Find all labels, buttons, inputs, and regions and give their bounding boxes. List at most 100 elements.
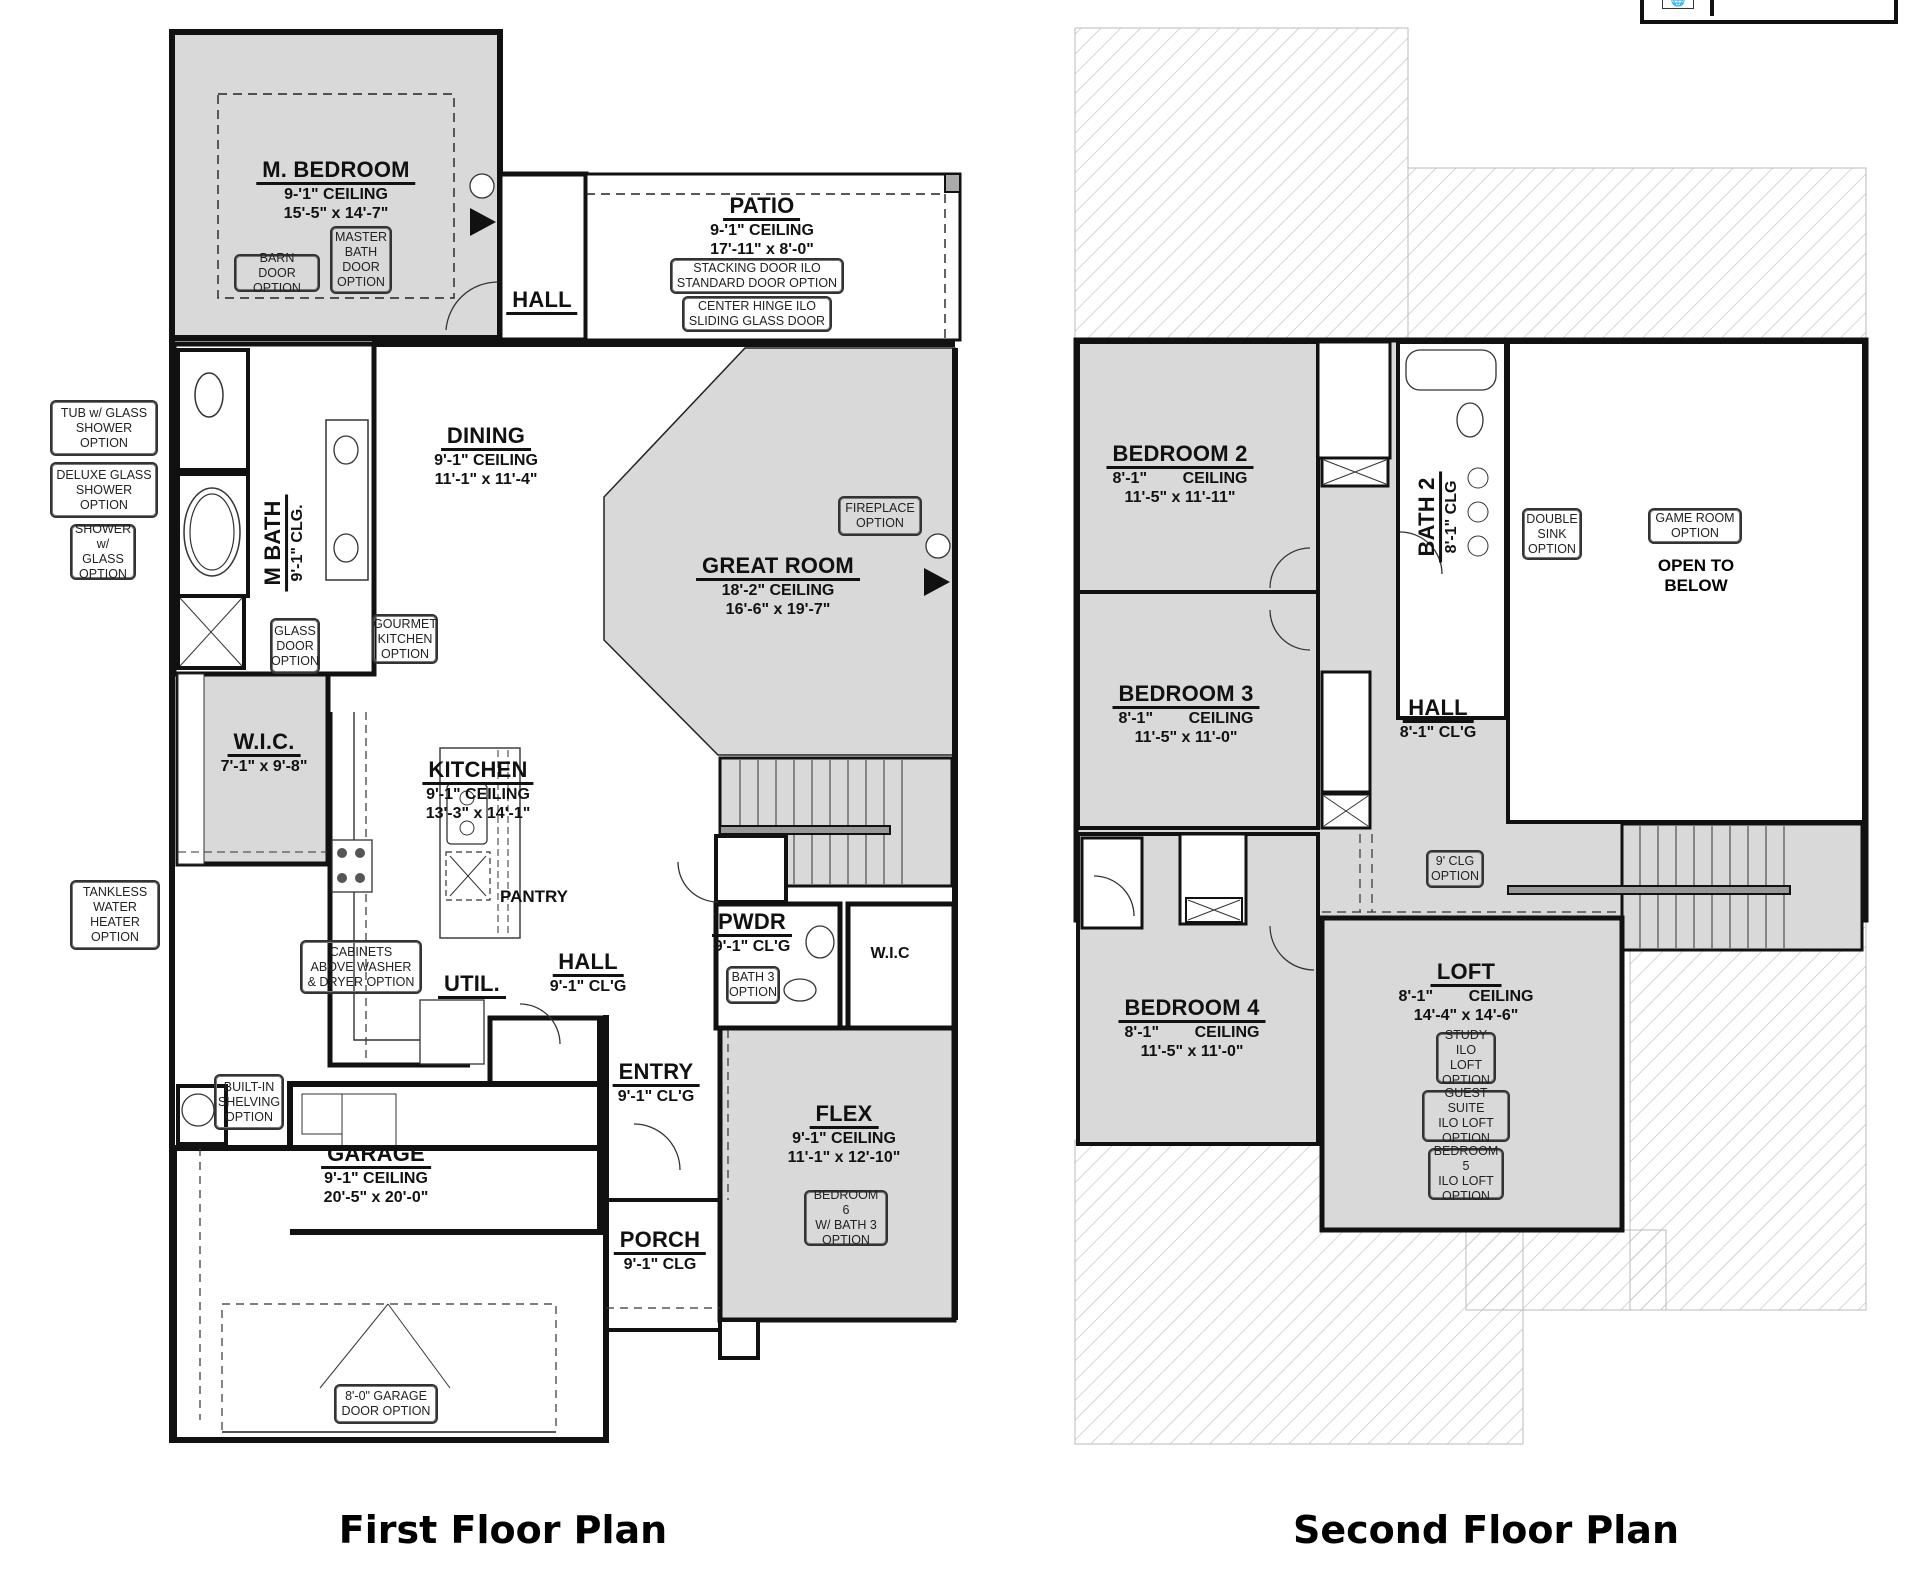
room-kitchen: KITCHEN 9'-1" CEILING 13'-3" x 14'-1" bbox=[422, 758, 534, 823]
room-size: 11'-1" x 12'-10" bbox=[787, 1148, 901, 1166]
room-entry: ENTRY 9'-1" CL'G bbox=[612, 1060, 700, 1106]
room-hall-mid: HALL 9'-1" CL'G bbox=[550, 950, 627, 996]
room-name: HALL bbox=[552, 950, 624, 978]
room-hall-2f: HALL 8'-1" CL'G bbox=[1400, 696, 1477, 742]
room-loft: LOFT 8'-1" CEILING 14'-4" x 14'-6" bbox=[1399, 960, 1534, 1025]
option-tub-glass-shower[interactable]: TUB w/ GLASS SHOWER OPTION bbox=[50, 400, 158, 456]
option-game-room[interactable]: GAME ROOM OPTION bbox=[1648, 508, 1742, 544]
room-name: PORCH bbox=[613, 1228, 707, 1256]
room-ceiling: 9'-1" CEILING bbox=[324, 1170, 428, 1188]
room-ceiling: 9'-1" CLG. bbox=[289, 504, 307, 582]
room-name: W.I.C bbox=[870, 945, 910, 962]
option-built-in-shelving[interactable]: BUILT-IN SHELVING OPTION bbox=[214, 1074, 284, 1130]
room-ceiling: 9-'1" CEILING bbox=[710, 222, 814, 240]
room-ceiling: 9'-1" CEILING bbox=[792, 1130, 896, 1148]
room-ceiling: 8'-1" CEILING bbox=[1124, 1024, 1260, 1042]
title-block-cell: 🌐 bbox=[1644, 0, 1714, 16]
second-floor-drawing bbox=[1073, 27, 1869, 1445]
room-name: GREAT ROOM bbox=[696, 554, 860, 582]
room-name: GARAGE bbox=[321, 1142, 431, 1170]
room-garage: GARAGE 9'-1" CEILING 20'-5" x 20'-0" bbox=[321, 1142, 431, 1207]
room-ceiling: 18'-2" CEILING bbox=[721, 582, 835, 600]
room-size: 13'-3" x 14'-1" bbox=[425, 804, 531, 822]
option-garage-door[interactable]: 8'-0" GARAGE DOOR OPTION bbox=[334, 1384, 438, 1424]
option-double-sink[interactable]: DOUBLE SINK OPTION bbox=[1522, 508, 1582, 560]
room-bedroom-2: BEDROOM 2 8'-1" CEILING 11'-5" x 11'-11" bbox=[1106, 442, 1254, 507]
option-9ft-clg[interactable]: 9' CLG OPTION bbox=[1426, 850, 1484, 888]
room-name: BEDROOM 3 bbox=[1112, 682, 1260, 710]
room-name: LOFT bbox=[1430, 960, 1502, 988]
room-name: M BATH bbox=[260, 494, 289, 592]
room-ceiling: 8'-1" CEILING bbox=[1112, 470, 1248, 488]
option-bedroom5-ilo-loft[interactable]: BEDROOM 5 ILO LOFT OPTION bbox=[1428, 1144, 1504, 1203]
room-size: 15'-5" x 14'-7" bbox=[283, 204, 389, 222]
option-master-bath-door[interactable]: MASTER BATH DOOR OPTION bbox=[330, 226, 392, 294]
room-size: 17'-11" x 8'-0" bbox=[710, 240, 814, 258]
room-size: 11'-5" x 11'-0" bbox=[1134, 728, 1238, 746]
room-ceiling: 8'-1" CLG bbox=[1443, 480, 1461, 554]
option-bedroom6-bath3[interactable]: BEDROOM 6 W/ BATH 3 OPTION bbox=[804, 1188, 888, 1247]
option-tankless-water-heater[interactable]: TANKLESS WATER HEATER OPTION bbox=[70, 880, 160, 950]
room-size: 11'-1" x 11'-4" bbox=[434, 470, 538, 488]
room-patio: PATIO 9-'1" CEILING 17'-11" x 8'-0" bbox=[710, 194, 814, 259]
option-glass-door[interactable]: GLASS DOOR OPTION bbox=[270, 618, 320, 674]
room-hall-top: HALL bbox=[506, 288, 578, 316]
room-name: FLEX bbox=[809, 1102, 879, 1130]
room-name: HALL bbox=[506, 288, 578, 316]
option-guest-suite-ilo-loft[interactable]: GUEST SUITE ILO LOFT OPTION bbox=[1422, 1086, 1510, 1145]
room-name: BEDROOM 4 bbox=[1118, 996, 1266, 1024]
room-name: UTIL. bbox=[438, 972, 506, 1000]
room-m-bath: M BATH 9'-1" CLG. bbox=[260, 494, 307, 592]
room-ceiling: 8'-1" CEILING bbox=[1398, 988, 1534, 1006]
room-size: 11'-5" x 11'-0" bbox=[1140, 1042, 1244, 1060]
room-flex: FLEX 9'-1" CEILING 11'-1" x 12'-10" bbox=[788, 1102, 901, 1167]
room-name: HALL bbox=[1402, 696, 1474, 724]
option-study-ilo-loft[interactable]: STUDY ILO LOFT OPTION bbox=[1436, 1028, 1496, 1087]
room-util: UTIL. bbox=[438, 972, 506, 1000]
option-fireplace[interactable]: FIREPLACE OPTION bbox=[838, 496, 922, 536]
room-size: 7'-1" x 9'-8" bbox=[220, 758, 308, 776]
room-bedroom-3: BEDROOM 3 8'-1" CEILING 11'-5" x 11'-0" bbox=[1112, 682, 1260, 747]
room-porch: PORCH 9'-1" CLG bbox=[613, 1228, 707, 1274]
room-wic: W.I.C. 7'-1" x 9'-8" bbox=[221, 730, 308, 776]
room-dining: DINING 9'-1" CEILING 11'-1" x 11'-4" bbox=[434, 424, 538, 489]
room-name: KITCHEN bbox=[422, 758, 534, 786]
option-cabinets-washer-dryer[interactable]: CABINETS ABOVE WASHER & DRYER OPTION bbox=[300, 940, 422, 994]
option-stacking-door[interactable]: STACKING DOOR ILO STANDARD DOOR OPTION bbox=[670, 258, 844, 294]
option-deluxe-glass-shower[interactable]: DELUXE GLASS SHOWER OPTION bbox=[50, 462, 158, 518]
room-wic-flex: W.I.C bbox=[870, 944, 909, 963]
open-to-below-label: OPEN TO BELOW bbox=[1657, 556, 1735, 595]
option-gourmet-kitchen[interactable]: GOURMET KITCHEN OPTION bbox=[372, 614, 438, 664]
room-name: BEDROOM 2 bbox=[1106, 442, 1254, 470]
option-barn-door[interactable]: BARN DOOR OPTION bbox=[234, 251, 320, 295]
room-ceiling: 9'-1" CEILING bbox=[426, 786, 530, 804]
option-shower-glass[interactable]: SHOWER w/ GLASS OPTION bbox=[70, 522, 136, 581]
room-bath-2: BATH 2 8'-1" CLG bbox=[1414, 471, 1461, 563]
room-name: ENTRY bbox=[612, 1060, 700, 1088]
room-name: BATH 2 bbox=[1414, 471, 1443, 563]
option-bath3[interactable]: BATH 3 OPTION bbox=[726, 966, 780, 1004]
room-name: M. BEDROOM bbox=[256, 158, 416, 186]
room-size: 16'-6" x 19'-7" bbox=[725, 600, 831, 618]
option-center-hinge[interactable]: CENTER HINGE ILO SLIDING GLASS DOOR bbox=[682, 296, 832, 332]
room-size: 11'-5" x 11'-11" bbox=[1124, 488, 1236, 506]
room-ceiling: 9'-1" CL'G bbox=[713, 938, 791, 956]
room-size: 20'-5" x 20'-0" bbox=[323, 1188, 429, 1206]
room-name: PWDR bbox=[711, 910, 793, 938]
room-ceiling: 9'-1" CL'G bbox=[549, 978, 627, 996]
first-floor-title: First Floor Plan bbox=[338, 1508, 668, 1552]
room-great-room: GREAT ROOM 18'-2" CEILING 16'-6" x 19'-7… bbox=[696, 554, 860, 619]
room-ceiling: 9'-1" CL'G bbox=[617, 1088, 695, 1106]
room-pwdr: PWDR 9'-1" CL'G bbox=[711, 910, 793, 956]
room-ceiling: 9'-1" CLG bbox=[623, 1256, 697, 1274]
room-name: PATIO bbox=[723, 194, 801, 222]
room-ceiling: 9'-1" CEILING bbox=[434, 452, 538, 470]
second-floor-title: Second Floor Plan bbox=[1293, 1508, 1679, 1552]
room-ceiling: 8'-1" CL'G bbox=[1399, 724, 1477, 742]
room-pantry: PANTRY bbox=[500, 886, 568, 906]
room-size: 14'-4" x 14'-6" bbox=[1413, 1006, 1519, 1024]
room-name: DINING bbox=[440, 424, 532, 452]
globe-icon: 🌐 bbox=[1662, 0, 1694, 9]
